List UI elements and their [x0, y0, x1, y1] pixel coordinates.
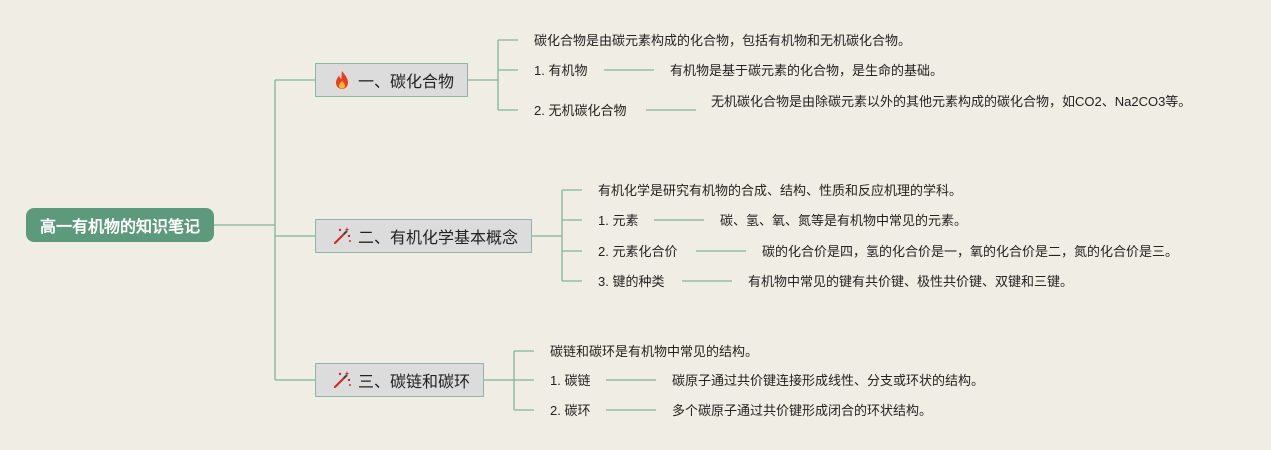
branch-label: 一、碳化合物 — [358, 74, 455, 91]
branch-label: 三、碳链和碳环 — [358, 374, 471, 391]
sub-topic-term: 3. 键的种类 — [598, 274, 665, 289]
sub-topic-term: 2. 无机碳化合物 — [534, 103, 627, 118]
branch-node-carbon-chains-rings[interactable]: 三、碳链和碳环 — [315, 363, 484, 397]
sub-topic-description: 碳的化合价是四，氢的化合价是一，氧的化合价是二，氮的化合价是三。 — [762, 244, 1179, 259]
root-node[interactable]: 高一有机物的知识笔记 — [26, 208, 214, 242]
magic-wand-icon — [332, 226, 354, 246]
magic-wand-icon — [332, 370, 354, 390]
branch-node-organic-chemistry-concepts[interactable]: 二、有机化学基本概念 — [315, 219, 532, 253]
branch-summary: 有机化学是研究有机物的合成、结构、性质和反应机理的学科。 — [598, 183, 963, 198]
root-label: 高一有机物的知识笔记 — [39, 219, 200, 236]
branch-node-carbon-compounds[interactable]: 一、碳化合物 — [315, 63, 468, 97]
branch-label: 二、有机化学基本概念 — [358, 230, 519, 247]
branch-summary: 碳链和碳环是有机物中常见的结构。 — [550, 344, 759, 359]
sub-topic-term: 1. 碳链 — [550, 373, 591, 388]
sub-topic-description: 碳原子通过共价键连接形成线性、分支或环状的结构。 — [672, 373, 985, 388]
fire-icon — [332, 70, 354, 90]
branch-summary: 碳化合物是由碳元素构成的化合物，包括有机物和无机碳化合物。 — [534, 33, 912, 48]
sub-topic-description: 多个碳原子通过共价键形成闭合的环状结构。 — [672, 403, 933, 418]
sub-topic-term: 1. 有机物 — [534, 63, 588, 78]
sub-topic-description: 有机物是基于碳元素的化合物，是生命的基础。 — [670, 63, 944, 78]
sub-topic-description: 碳、氢、氧、氮等是有机物中常见的元素。 — [720, 213, 968, 228]
sub-topic-description: 无机碳化合物是由除碳元素以外的其他元素构成的碳化合物，如CO2、Na2CO3等。 — [711, 94, 1192, 109]
sub-topic-term: 2. 碳环 — [550, 403, 591, 418]
sub-topic-description: 有机物中常见的键有共价键、极性共价键、双键和三键。 — [748, 274, 1074, 289]
sub-topic-term: 1. 元素 — [598, 213, 639, 228]
sub-topic-term: 2. 元素化合价 — [598, 244, 678, 259]
